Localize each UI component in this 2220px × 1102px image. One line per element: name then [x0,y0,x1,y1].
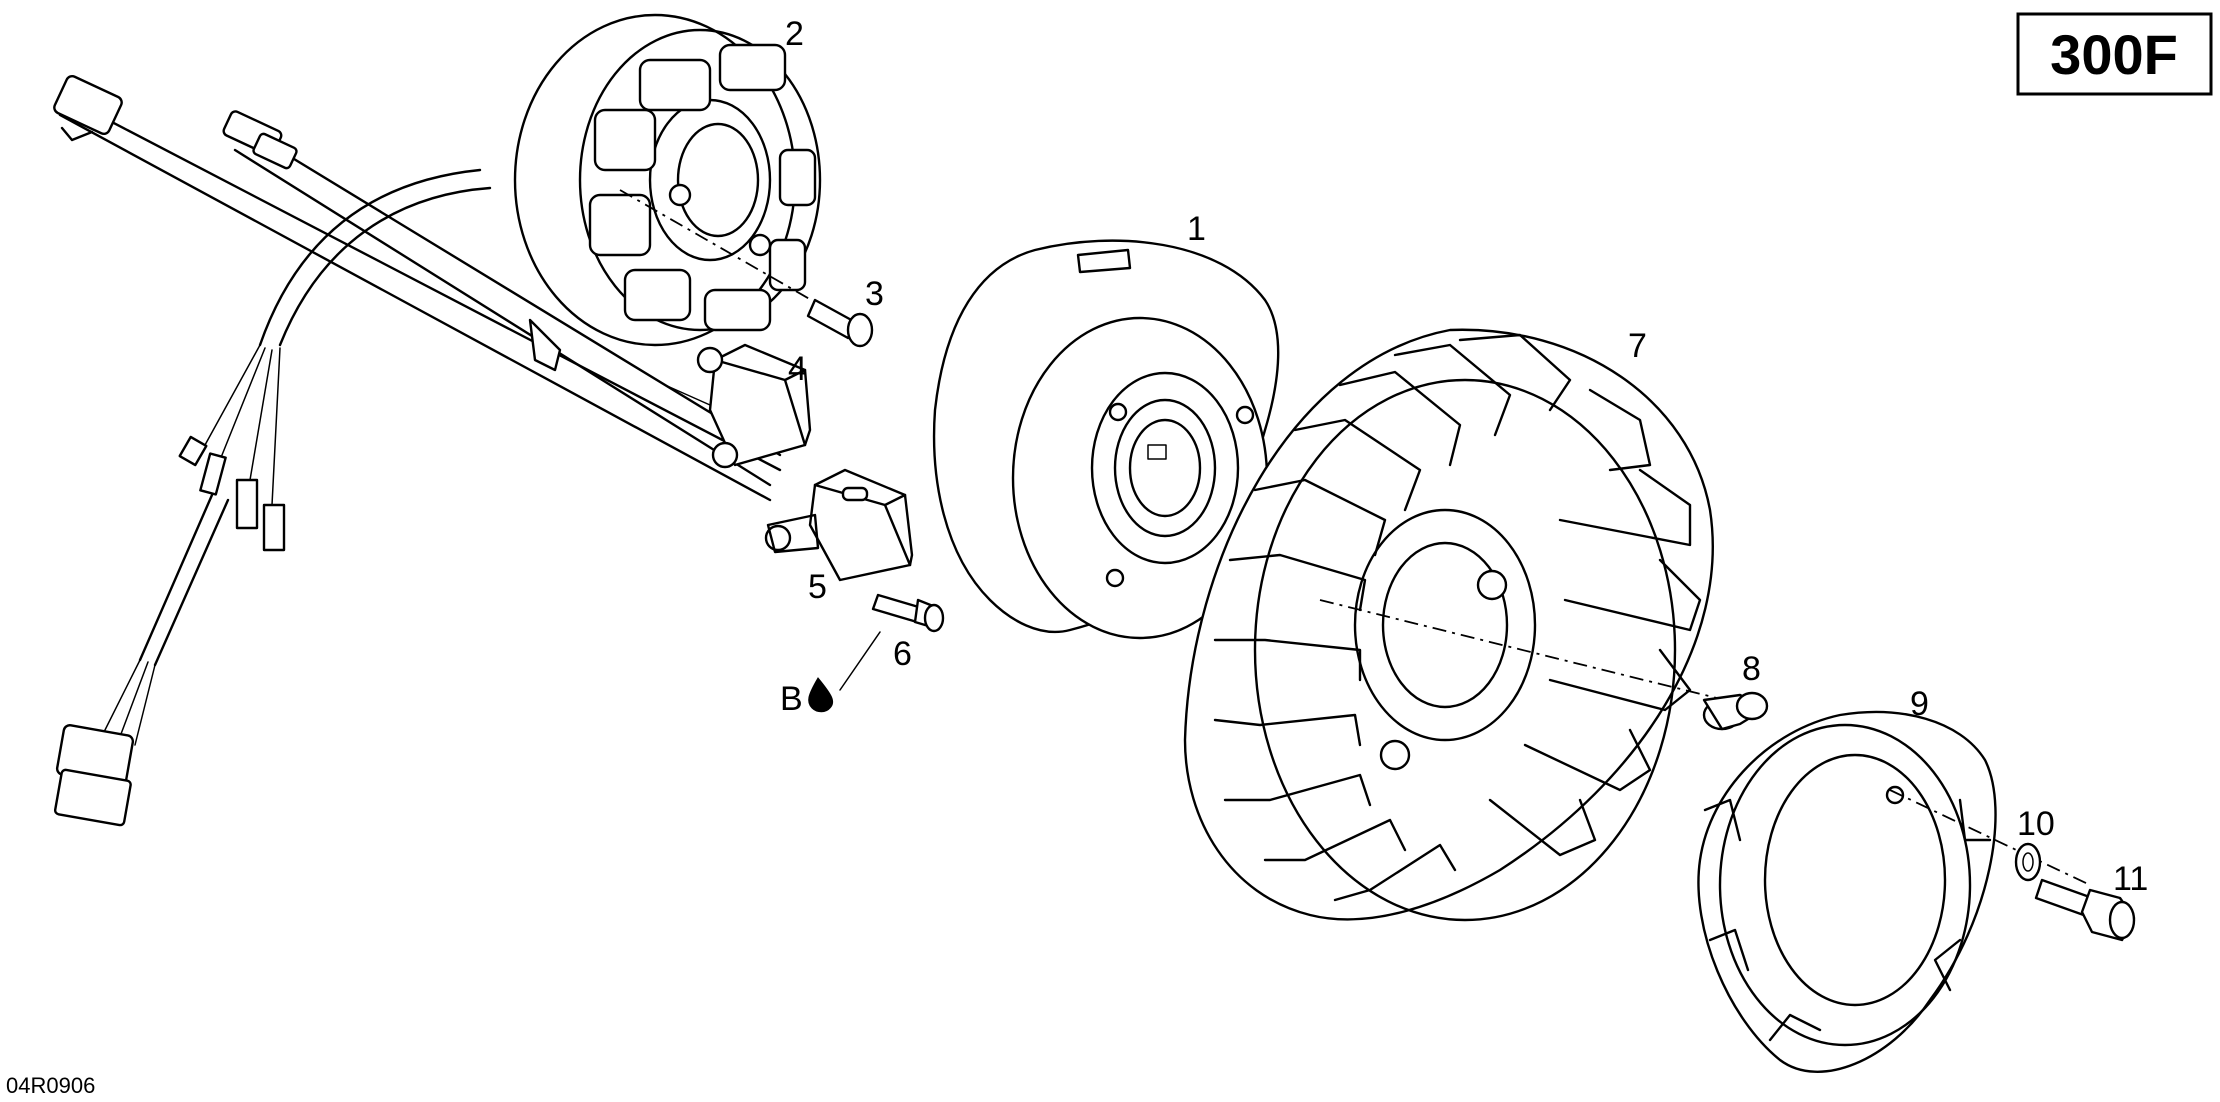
cooling-fan [1183,328,1714,922]
callout-9: 9 [1910,685,1929,723]
callout-10: 10 [2017,805,2055,843]
lubricant-note: B [780,677,834,718]
harness-connector-top [53,74,123,142]
pulley-bolt [2034,878,2136,942]
trigger-coil [664,343,812,469]
callout-8: 8 [1742,650,1761,688]
flywheel [932,239,1280,640]
regulator-coil [764,468,914,582]
callout-2: 2 [785,15,804,53]
callout-4: 4 [788,350,807,388]
callout-5: 5 [808,568,827,606]
callout-3: 3 [865,275,884,313]
lock-washer [1889,789,2091,886]
starter-pulley [1697,710,1997,1073]
stator-screw [619,189,874,348]
lubricant-label: B [780,680,803,718]
model-badge-label: 300F [2050,23,2178,86]
stator [513,13,822,372]
callout-6: 6 [893,635,912,673]
callout-11: 11 [2113,860,2148,898]
model-badge: 300F [2016,12,2213,96]
callout-7: 7 [1628,327,1647,365]
wiring-harness [53,74,782,827]
oil-drop-icon [808,677,834,713]
spacer [1319,599,1769,731]
regulator-bolt [839,593,945,691]
figure-reference: 04R0906 [6,1073,95,1098]
harness-connector-upper [222,110,298,170]
harness-connector-bottom [53,724,135,827]
callout-1: 1 [1187,210,1206,248]
